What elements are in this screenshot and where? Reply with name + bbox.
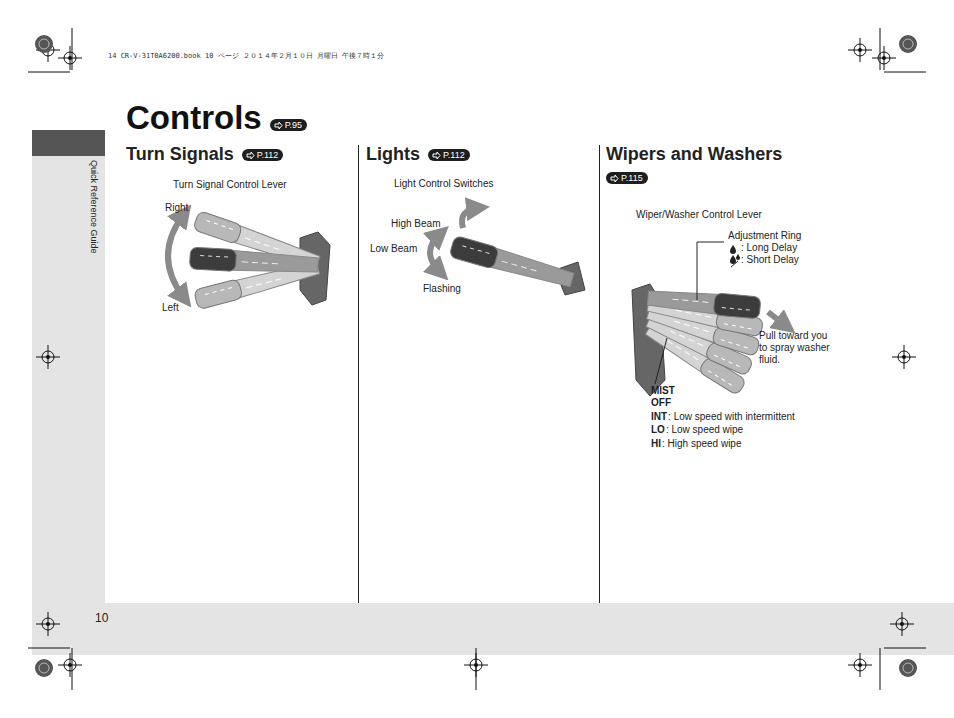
ref-arrow-icon [610, 174, 619, 183]
footer-band [32, 603, 954, 655]
position-label: INT [651, 411, 667, 423]
sidebar-label: Quick Reference Guide [88, 160, 100, 254]
crop-marks [28, 28, 926, 690]
rotate-arrow [462, 208, 478, 228]
ref-arrow-icon [274, 121, 283, 130]
position-label: HI [651, 438, 661, 450]
page-ref-badge: P.112 [428, 149, 470, 161]
page-ref: P.115 [621, 172, 643, 184]
leader-line [697, 242, 724, 300]
part-name: Turn Signal Control Lever [173, 179, 287, 191]
leader-line [655, 338, 667, 384]
page-ref: P.112 [443, 149, 465, 161]
page-title: Controls [126, 99, 262, 137]
page-ref-badge: P.112 [242, 149, 284, 161]
instruction-note: Pull toward you to spray washer fluid. [759, 330, 831, 366]
page-ref: P.112 [257, 149, 279, 161]
setting-label: : Short Delay [741, 254, 799, 266]
position-label: Low Beam [370, 243, 417, 255]
setting-label: : Long Delay [741, 242, 797, 254]
section-heading: Turn Signals [126, 143, 234, 165]
part-name: Adjustment Ring [728, 230, 801, 242]
page-number: 10 [95, 611, 108, 625]
position-label: MIST [651, 385, 675, 397]
part-name: Wiper/Washer Control Lever [636, 209, 762, 221]
beam-arrow [430, 234, 440, 272]
page-ref: P.95 [285, 119, 302, 131]
direction-label: Right [165, 202, 188, 214]
ref-arrow-icon [432, 151, 441, 160]
position-description: : Low speed wipe [666, 424, 743, 436]
position-label: High Beam [391, 218, 440, 230]
turn-arrow [168, 214, 184, 298]
page-ref-badge: P.95 [270, 119, 307, 131]
short-delay-icon [730, 254, 740, 267]
sidebar-band [32, 130, 105, 655]
section-heading: Wipers and Washers [606, 143, 782, 165]
ref-arrow-icon [246, 151, 255, 160]
pull-arrow [768, 312, 786, 326]
column-divider [599, 145, 600, 603]
position-description: : Low speed with intermittent [668, 411, 795, 423]
position-label: OFF [651, 397, 671, 409]
page-ref-badge: P.115 [606, 172, 648, 184]
registration-text: 14 CR-V-31T0A6200.book 10 ページ ２０１４年２月１０日… [108, 50, 384, 62]
column-divider [358, 145, 359, 603]
lever-illustrations [189, 211, 763, 396]
position-description: : High speed wipe [662, 438, 742, 450]
position-label: Flashing [423, 283, 461, 295]
direction-label: Left [162, 302, 179, 314]
position-label: LO [651, 424, 665, 436]
section-heading: Lights [366, 143, 420, 165]
sidebar-tab [32, 130, 105, 156]
long-delay-icon [730, 245, 736, 254]
part-name: Light Control Switches [394, 178, 494, 190]
